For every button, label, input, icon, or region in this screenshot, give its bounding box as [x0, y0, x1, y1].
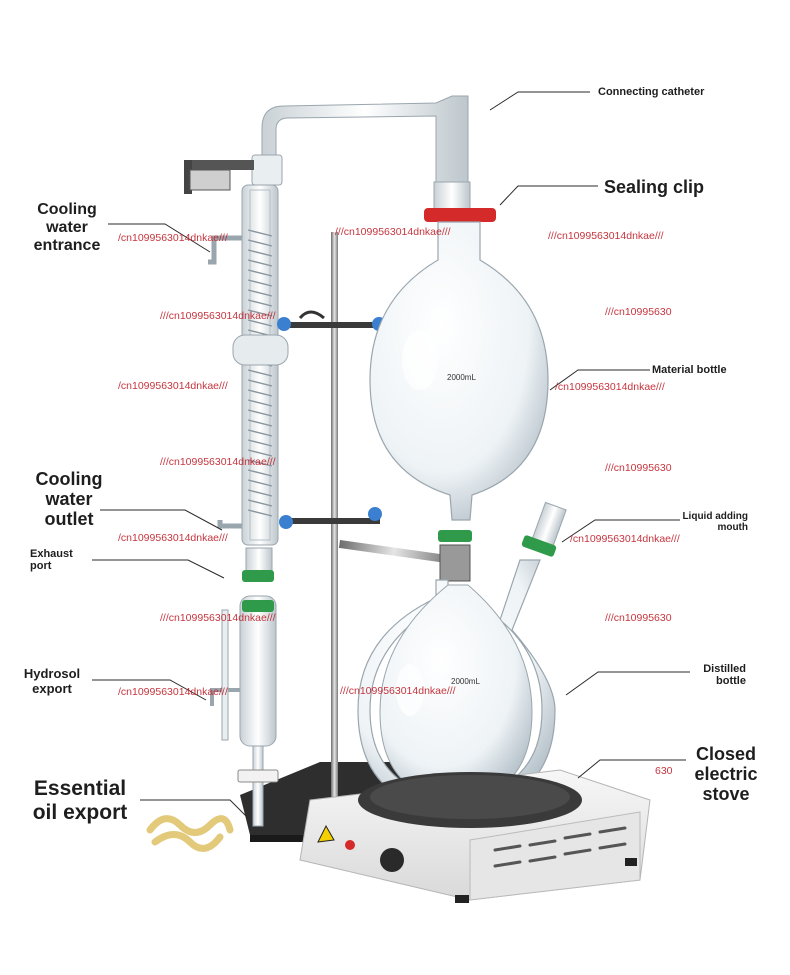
- watermark-text: /cn1099563014dnkae///: [118, 532, 228, 544]
- lower-clamp: [279, 507, 472, 582]
- watermark-text: ///cn1099563014dnkae///: [160, 612, 276, 624]
- label-closed-electric-stove: Closed electric stove: [694, 744, 758, 805]
- oil-water-separator: [210, 547, 279, 827]
- electric-stove: [299, 769, 651, 903]
- distilled-flask: [357, 501, 567, 813]
- watermark-text: /cn1099563014dnkae///: [570, 533, 680, 545]
- label-exhaust-port: Exhaust port: [30, 548, 73, 573]
- distilled-flask-volume: 2000mL: [451, 677, 480, 686]
- watermark-text: /cn1099563014dnkae///: [118, 380, 228, 392]
- latex-tubing: [146, 815, 234, 852]
- support-rod: [331, 232, 338, 802]
- label-sealing-clip: Sealing clip: [604, 177, 705, 197]
- watermark-text: 630: [655, 765, 673, 777]
- watermark-text: ///cn10995630: [605, 306, 672, 318]
- label-liquid-adding-mouth: Liquid adding mouth: [682, 511, 748, 534]
- label-connecting-catheter: Connecting catheter: [598, 86, 705, 98]
- watermark-text: ///cn10995630: [605, 462, 672, 474]
- watermark-text: ///cn1099563014dnkae///: [548, 230, 664, 242]
- watermark-text: ///cn1099563014dnkae///: [335, 226, 451, 238]
- connecting-catheter-tube: [251, 95, 469, 186]
- leader-lines: [92, 91, 690, 819]
- material-flask: [369, 181, 549, 521]
- watermark-text: ///cn1099563014dnkae///: [160, 310, 276, 322]
- watermark-text: ///cn1099563014dnkae///: [340, 685, 456, 697]
- material-flask-volume: 2000mL: [447, 373, 476, 382]
- watermark-text: /cn1099563014dnkae///: [118, 686, 228, 698]
- watermark-text: ///cn1099563014dnkae///: [160, 456, 276, 468]
- condenser: [208, 184, 289, 546]
- label-material-bottle: Material bottle: [652, 364, 727, 376]
- label-essential-oil-export: Essential oil export: [32, 777, 128, 824]
- watermark-text: ///cn10995630: [605, 612, 672, 624]
- condenser-clamp: [184, 160, 254, 194]
- label-cooling-water-outlet: Cooling water outlet: [35, 469, 103, 530]
- label-cooling-water-entrance: Cooling water entrance: [33, 201, 101, 254]
- watermark-text: /cn1099563014dnkae///: [118, 232, 228, 244]
- label-hydrosol-export: Hydrosol export: [23, 666, 81, 696]
- label-distilled-bottle: Distilled bottle: [703, 663, 746, 688]
- watermark-text: /cn1099563014dnkae///: [555, 381, 665, 393]
